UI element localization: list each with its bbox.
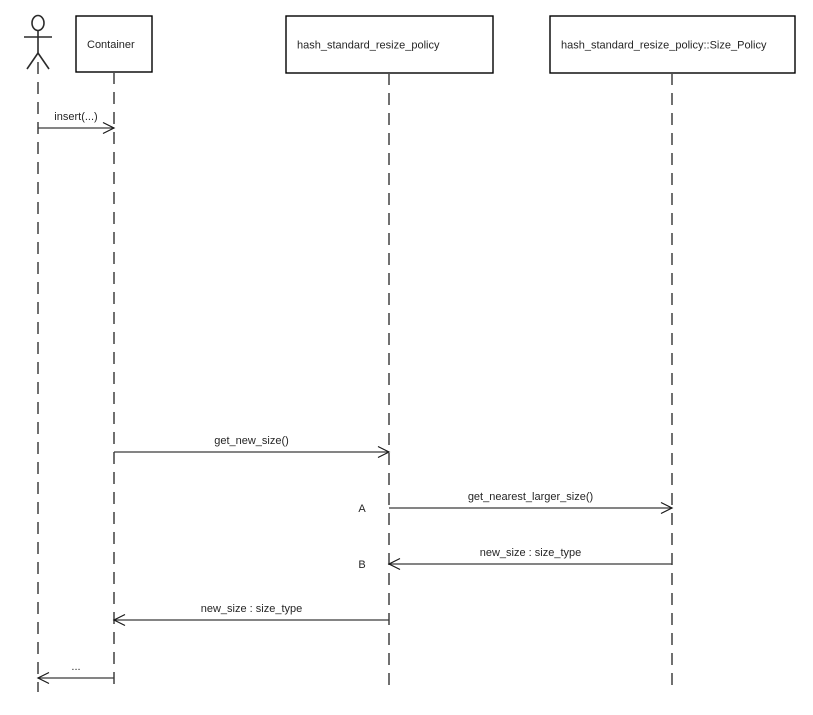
participant-box-resize_policy[interactable]: hash_standard_resize_policy <box>285 15 494 74</box>
message-m6[interactable]: ... <box>36 661 114 685</box>
participant-label-size_policy: hash_standard_resize_policy::Size_Policy <box>561 40 767 52</box>
message-arrowhead <box>660 501 674 515</box>
message-label: get_new_size() <box>214 435 289 447</box>
participant-box-container[interactable]: Container <box>75 15 153 73</box>
message-m5[interactable]: new_size : size_type <box>112 603 389 627</box>
message-m3[interactable]: get_nearest_larger_size() A <box>358 491 674 515</box>
message-label: ... <box>71 661 80 673</box>
message-arrowhead <box>102 121 116 135</box>
message-arrowhead <box>36 671 50 685</box>
message-m2[interactable]: get_new_size() <box>114 435 391 459</box>
message-label: new_size : size_type <box>201 603 303 615</box>
message-arrowhead <box>377 445 391 459</box>
message-m1[interactable]: insert(...) <box>38 111 116 135</box>
message-sequence-label: A <box>358 503 366 515</box>
participants-layer: Container hash_standard_resize_policy hash… <box>24 14 796 74</box>
message-arrowhead <box>387 557 401 571</box>
message-arrowhead <box>112 613 126 627</box>
message-label: insert(...) <box>54 111 97 123</box>
actor-stick-figure <box>24 14 52 70</box>
participant-box-size_policy[interactable]: hash_standard_resize_policy::Size_Policy <box>549 15 796 74</box>
message-label: get_nearest_larger_size() <box>468 491 593 503</box>
message-sequence-label: B <box>358 559 365 571</box>
messages-layer: insert(...) get_new_size() get_nearest_lar… <box>36 111 674 685</box>
message-label: new_size : size_type <box>480 547 582 559</box>
participant-label-resize_policy: hash_standard_resize_policy <box>297 40 440 52</box>
participant-label-container: Container <box>87 39 135 51</box>
lifelines-layer <box>37 62 673 692</box>
